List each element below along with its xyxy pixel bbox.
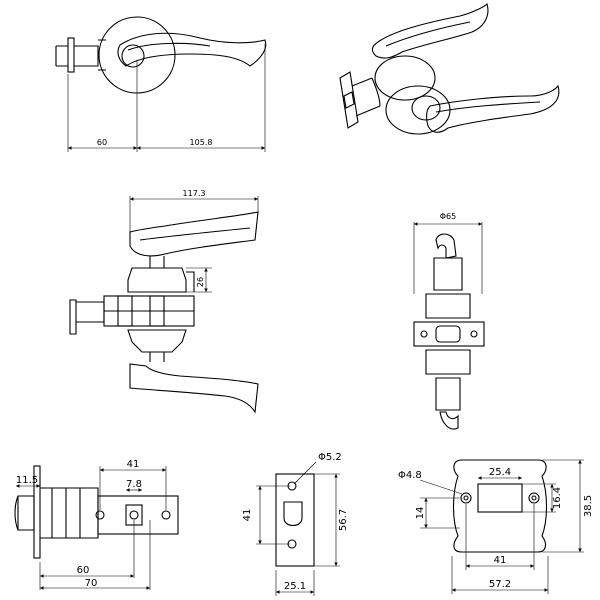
side-view-lever [55, 16, 267, 152]
dim-strike-hole-offset: 14 [415, 507, 426, 520]
dim-side-backset: 60 [97, 138, 107, 147]
strike-plate [419, 459, 584, 594]
dim-plate-width: 25.1 [284, 581, 306, 592]
dim-plate-height: 56.7 [338, 509, 349, 531]
dim-strike-hole-spacing: 41 [494, 555, 507, 566]
top-view [413, 222, 485, 430]
face-plate [256, 461, 340, 596]
dim-latch-offset: 41 [127, 459, 140, 470]
dim-front-width: 117.3 [183, 189, 206, 198]
latch-view [14, 465, 179, 590]
dim-strike-height: 38.5 [583, 495, 594, 517]
isometric-view [339, 2, 560, 135]
dim-strike-hole: Φ4.8 [398, 470, 422, 481]
dim-top-diameter: Φ65 [440, 212, 456, 221]
dim-latch-backset-70: 70 [85, 578, 98, 589]
dim-plate-hole-spacing: 41 [242, 509, 253, 522]
dim-latch-square: 7.8 [126, 479, 142, 490]
dim-side-length: 105.8 [190, 138, 213, 147]
dim-latch-face: 11.5 [16, 475, 38, 486]
front-view-lever [69, 196, 259, 414]
dim-strike-width: 57.2 [489, 579, 511, 590]
dim-latch-backset-60: 60 [77, 565, 90, 576]
dim-front-rose-height: 26 [196, 277, 205, 287]
dim-strike-slot-height: 16.4 [552, 487, 563, 509]
dim-strike-slot-width: 25.4 [489, 467, 511, 478]
dim-plate-hole: Φ5.2 [318, 452, 342, 463]
